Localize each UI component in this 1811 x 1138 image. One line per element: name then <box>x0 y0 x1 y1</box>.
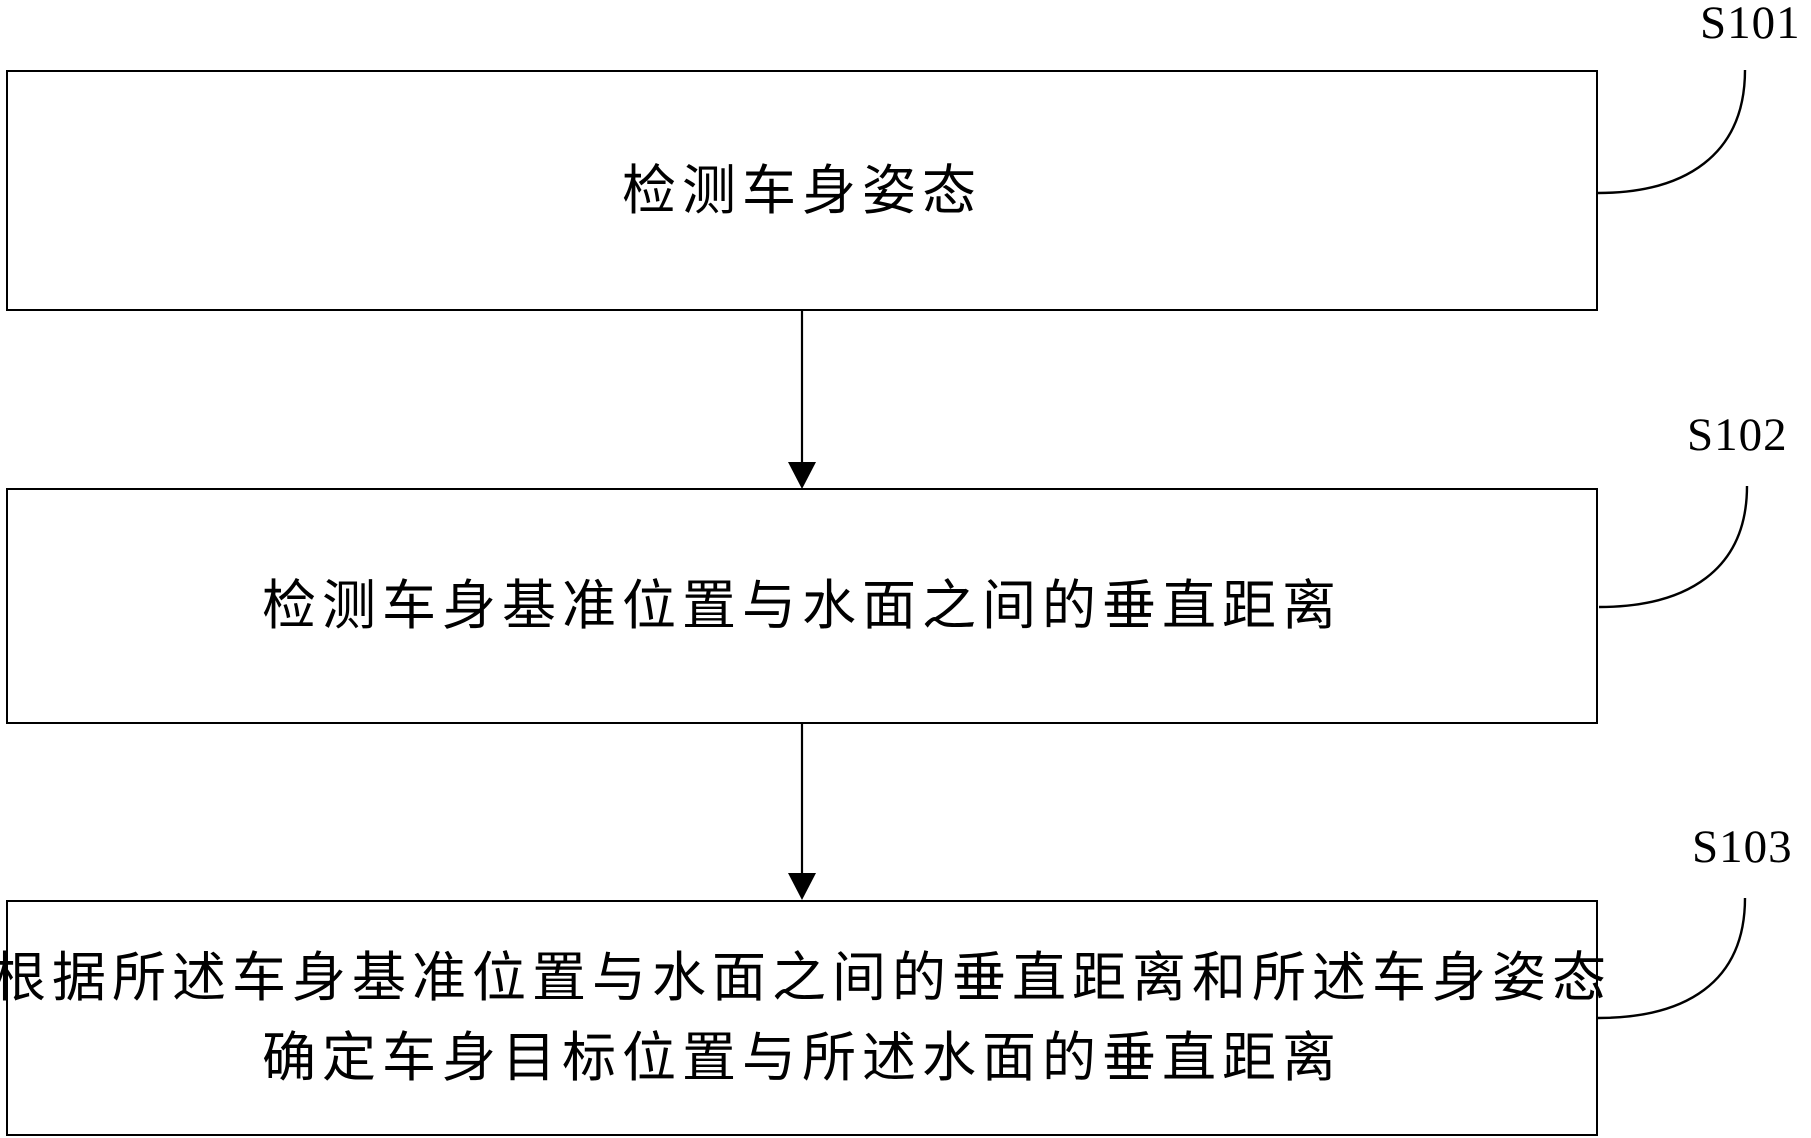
step-label-s102: S102 <box>1687 409 1788 461</box>
step-text-s103: 根据所述车身基准位置与水面之间的垂直距离和所述车身姿态 确定车身目标位置与所述水… <box>0 938 1612 1098</box>
step-text-s103-line-2: 确定车身目标位置与所述水面的垂直距离 <box>262 1028 1342 1088</box>
flow-arrow-1 <box>788 310 816 489</box>
step-box-s103: 根据所述车身基准位置与水面之间的垂直距离和所述车身姿态 确定车身目标位置与所述水… <box>0 900 1606 1136</box>
reference-connector-s101 <box>1597 69 1747 195</box>
step-text-s103-line-1: 根据所述车身基准位置与水面之间的垂直距离和所述车身姿态 <box>0 948 1612 1008</box>
step-box-s102: 检测车身基准位置与水面之间的垂直距离 <box>6 488 1598 724</box>
reference-connector-s102 <box>1598 485 1749 609</box>
step-label-s103: S103 <box>1692 821 1793 873</box>
step-text-s102: 检测车身基准位置与水面之间的垂直距离 <box>262 576 1342 636</box>
step-box-s101: 检测车身姿态 <box>6 70 1598 311</box>
step-label-s101: S101 <box>1700 0 1801 49</box>
reference-connector-s103 <box>1597 897 1747 1020</box>
flow-arrow-2 <box>788 724 816 900</box>
step-text-s101: 检测车身姿态 <box>622 160 982 221</box>
